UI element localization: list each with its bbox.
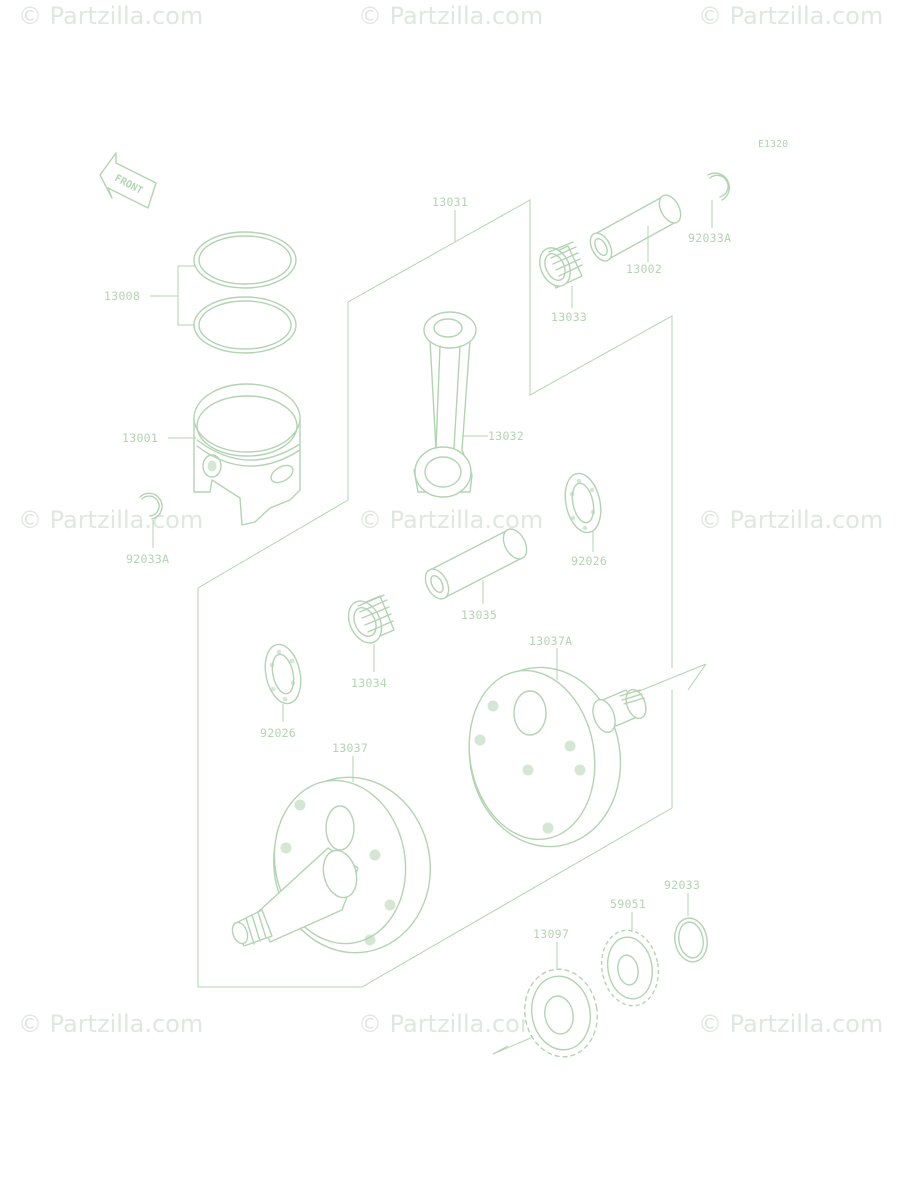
part-label-13008: 13008 (104, 289, 140, 303)
watermark: © Partzilla.com (18, 2, 204, 30)
part-label-13032: 13032 (488, 429, 524, 443)
front-arrow-icon: FRONT (99, 152, 157, 209)
part-label-13035: 13035 (461, 608, 497, 622)
needle-bearing-small-end (539, 241, 583, 289)
circlip-left (139, 492, 163, 520)
watermark: © Partzilla.com (358, 2, 544, 30)
part-label-13037A: 13037A (529, 634, 572, 648)
diagram-code: E1320 (758, 139, 788, 150)
part-label-13002: 13002 (626, 262, 662, 276)
crankshaft-left-half (231, 776, 432, 954)
part-label-13031: 13031 (432, 195, 468, 209)
assembly-outline (197, 199, 673, 988)
watermark: © Partzilla.com (18, 1010, 204, 1038)
watermark: © Partzilla.com (18, 506, 204, 534)
part-label-13037: 13037 (332, 741, 368, 755)
piston (193, 383, 301, 526)
part-label-92033: 92033 (664, 878, 700, 892)
piston-ring-upper (193, 231, 297, 289)
thrust-washer-lower (264, 643, 302, 705)
part-label-13033: 13033 (551, 310, 587, 324)
gear-59051 (600, 929, 660, 1007)
crank-pin (424, 528, 528, 600)
watermark: © Partzilla.com (698, 1010, 884, 1038)
watermark: © Partzilla.com (698, 506, 884, 534)
part-label-13097: 13097 (533, 927, 569, 941)
thrust-washer-upper (564, 472, 602, 534)
circlip-92033 (674, 917, 708, 963)
part-label-92033A-left: 92033A (126, 552, 169, 566)
piston-pin (589, 194, 682, 262)
watermark: © Partzilla.com (358, 1010, 544, 1038)
part-label-13001: 13001 (122, 431, 158, 445)
piston-ring-lower (193, 296, 297, 354)
part-label-92033A-right: 92033A (688, 231, 731, 245)
circlip-right (707, 172, 731, 201)
watermark: © Partzilla.com (698, 2, 884, 30)
part-label-59051: 59051 (610, 897, 646, 911)
connecting-rod (413, 311, 477, 498)
crankshaft-right-half (468, 663, 707, 848)
part-label-92026-upper: 92026 (571, 554, 607, 568)
gear-13097 (492, 968, 598, 1058)
part-label-92026-lower: 92026 (260, 726, 296, 740)
needle-bearing-big-end (347, 594, 395, 644)
part-label-13034: 13034 (351, 676, 387, 690)
